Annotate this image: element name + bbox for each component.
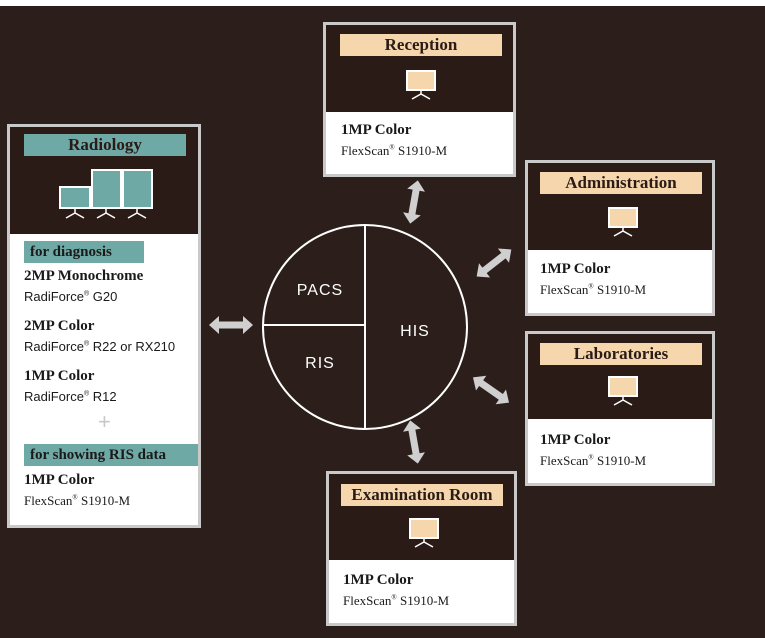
radiology-item-1-spec: 2MP Monochrome [24, 268, 144, 284]
arrow-hub-administration [471, 242, 517, 284]
examination-card: Examination Room 1MP Color FlexScan® S19… [326, 471, 517, 626]
monitor-icon [608, 376, 638, 406]
examination-model: FlexScan® S1910-M [343, 593, 450, 608]
arrow-radiology-hub [209, 316, 253, 334]
ris-header: for showing RIS data [24, 444, 198, 466]
administration-title: Administration [540, 172, 702, 194]
radiology-title: Radiology [24, 134, 186, 156]
top-strip [0, 0, 765, 6]
examination-title: Examination Room [341, 484, 503, 506]
administration-card: Administration 1MP Color FlexScan® S1910… [525, 160, 715, 316]
hub-pacs-label: PACS [297, 282, 343, 299]
arrow-hub-examination [401, 418, 427, 466]
arrow-hub-laboratories [467, 370, 515, 410]
reception-model: FlexScan® S1910-M [341, 143, 448, 158]
administration-spec: 1MP Color [540, 261, 611, 277]
ris-item-model: FlexScan® S1910-M [24, 493, 131, 508]
examination-spec: 1MP Color [343, 572, 414, 588]
laboratories-title: Laboratories [540, 343, 702, 365]
radiology-item-2-model: RadiForce® R22 or RX210 [24, 339, 176, 354]
radiology-item-3-spec: 1MP Color [24, 368, 95, 384]
reception-title: Reception [340, 34, 502, 56]
radiology-item-2-spec: 2MP Color [24, 318, 95, 334]
laboratories-model: FlexScan® S1910-M [540, 453, 647, 468]
laboratories-card: Laboratories 1MP Color FlexScan® S1910-M [525, 331, 715, 486]
monitor-icon [409, 518, 439, 548]
hub-ris-label: RIS [305, 355, 335, 372]
reception-card: Reception 1MP Color FlexScan® S1910-M [323, 22, 516, 177]
monitor-icon [406, 70, 436, 100]
monitor-icon [608, 207, 638, 237]
ris-item-spec: 1MP Color [24, 472, 95, 488]
laboratories-spec: 1MP Color [540, 432, 611, 448]
administration-model: FlexScan® S1910-M [540, 282, 647, 297]
radiology-item-3-model: RadiForce® R12 [24, 389, 117, 404]
hub-his-label: HIS [400, 323, 430, 340]
reception-spec: 1MP Color [341, 122, 412, 138]
monitor-trio-icon [59, 169, 153, 219]
hub-diagram: PACS RIS HIS [262, 224, 468, 430]
radiology-card: Radiology for diagnosis 2MP Monochrome R… [7, 124, 201, 528]
radiology-item-1-model: RadiForce® G20 [24, 289, 118, 304]
diagnosis-header: for diagnosis [24, 241, 144, 263]
arrow-hub-reception [401, 178, 427, 226]
plus-icon: + [98, 409, 111, 434]
